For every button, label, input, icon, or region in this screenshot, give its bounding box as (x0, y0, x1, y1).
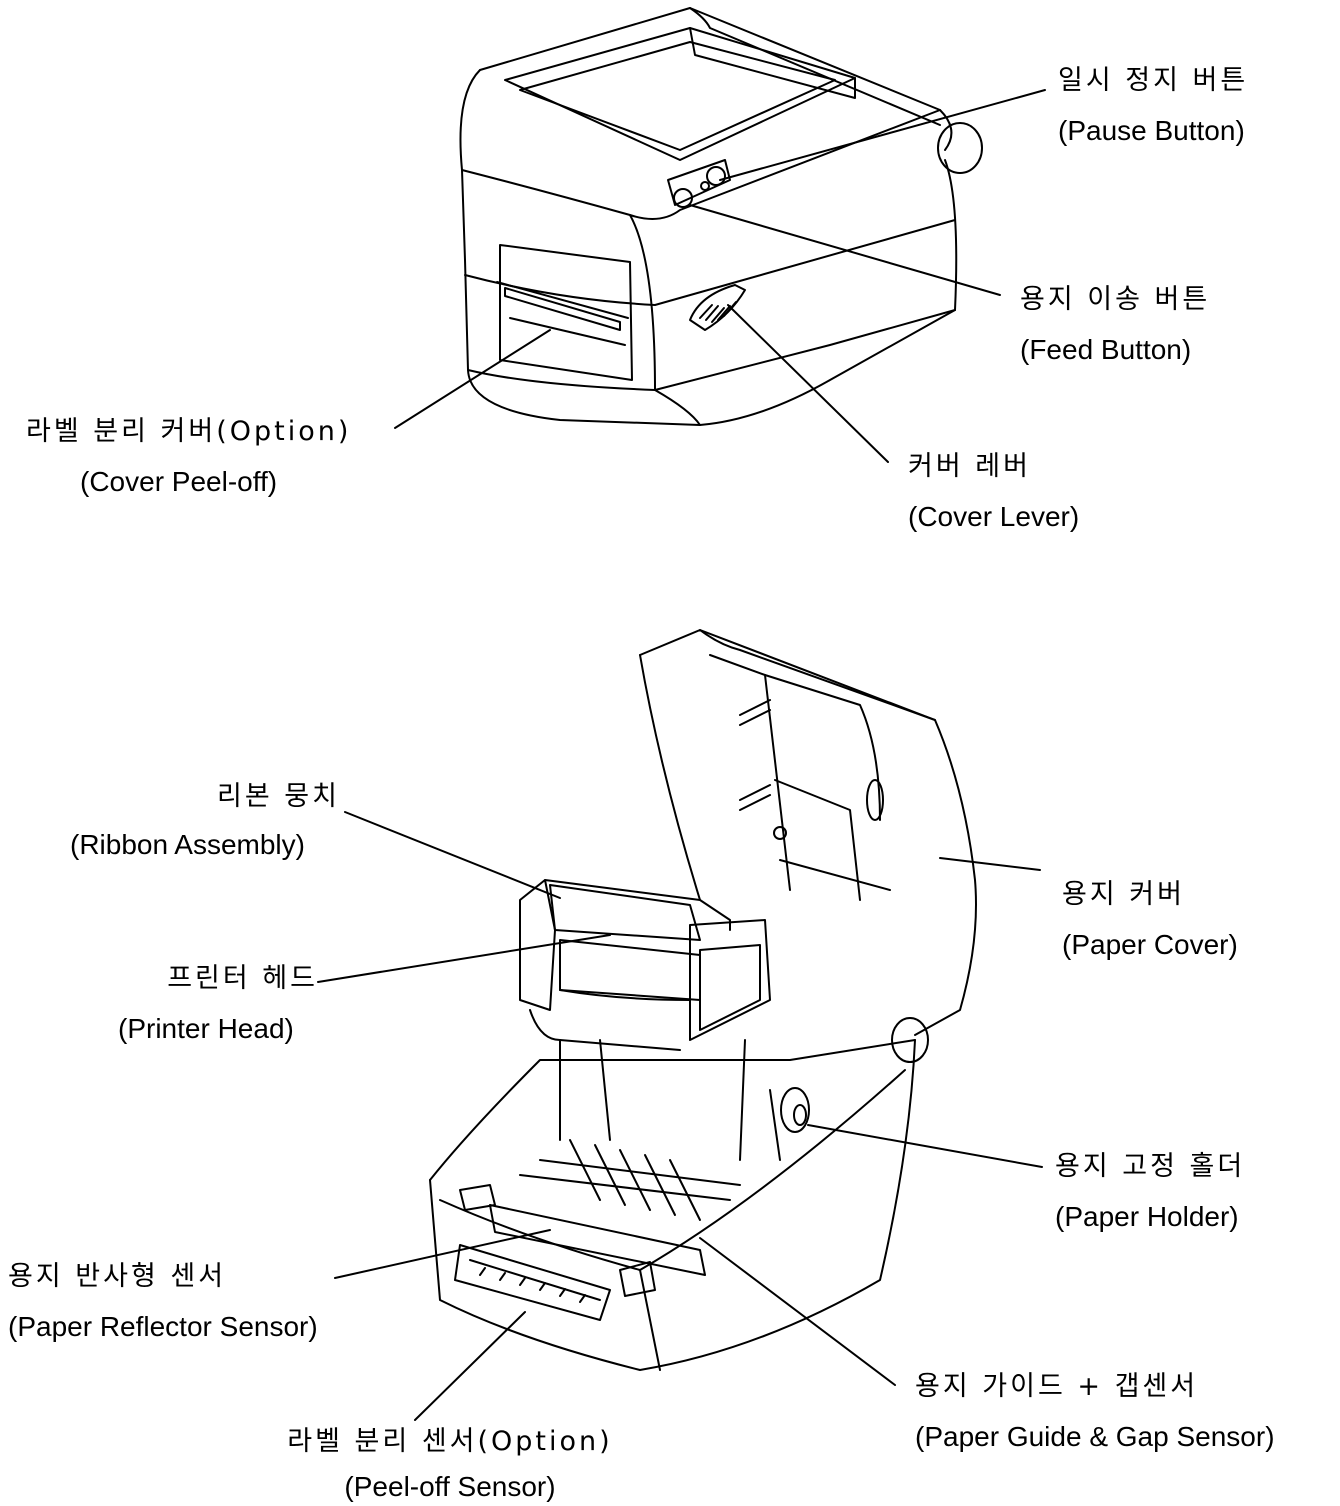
ribbon-assembly-label-ko: 리본 뭉치 (217, 781, 340, 812)
pause-button-label-ko: 일시 정지 버튼 (1058, 65, 1249, 96)
paper-guide-gap-sensor-label-en: (Paper Guide & Gap Sensor) (915, 1421, 1275, 1452)
cover-peel-off-label-ko: 라벨 분리 커버(Option) (26, 416, 352, 447)
paper-cover-label-en: (Paper Cover) (1062, 929, 1238, 960)
peel-off-sensor-label-ko: 라벨 분리 센서(Option) (287, 1426, 613, 1457)
paper-holder-label-en: (Paper Holder) (1055, 1201, 1239, 1232)
feed-button-label-en: (Feed Button) (1020, 334, 1192, 365)
cover-lever-label-ko: 커버 레버 (908, 451, 1031, 482)
printer-head-label-en: (Printer Head) (118, 1013, 294, 1044)
closed-printer-illustration (459, 7, 983, 426)
open-printer-illustration (429, 629, 977, 1371)
paper-cover-label-ko: 용지 커버 (1062, 879, 1185, 910)
cover-peel-off-label-en: (Cover Peel-off) (80, 466, 278, 497)
paper-guide-gap-sensor-label-ko: 용지 가이드 + 갭센서 (915, 1371, 1199, 1402)
cover-lever-label-en: (Cover Lever) (908, 501, 1080, 532)
paper-reflector-sensor-label-en: (Paper Reflector Sensor) (8, 1311, 318, 1342)
leader-lines (317, 89, 1046, 1421)
pause-button-label-en: (Pause Button) (1058, 115, 1245, 146)
paper-reflector-sensor-label-ko: 용지 반사형 센서 (8, 1261, 227, 1292)
feed-button-label-ko: 용지 이송 버튼 (1020, 284, 1211, 315)
peel-off-sensor-label-en: (Peel-off Sensor) (344, 1471, 556, 1502)
printer-head-label-ko: 프린터 헤드 (167, 963, 318, 994)
ribbon-assembly-label-en: (Ribbon Assembly) (70, 829, 305, 860)
paper-holder-label-ko: 용지 고정 홀더 (1055, 1151, 1246, 1182)
